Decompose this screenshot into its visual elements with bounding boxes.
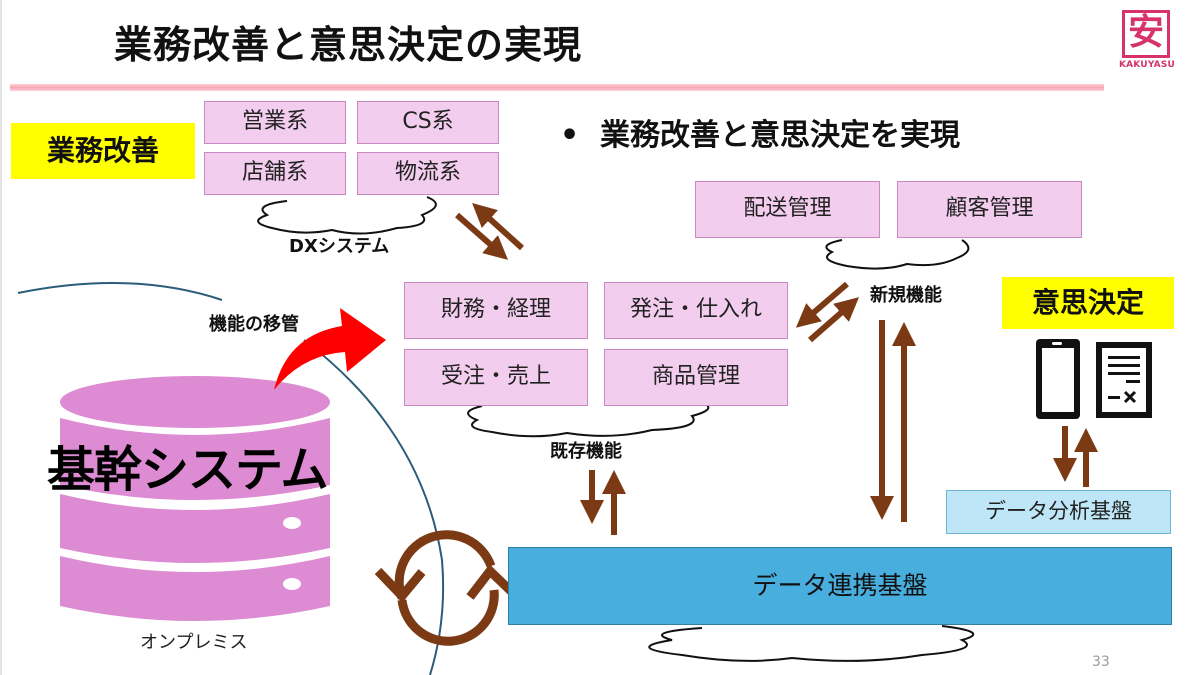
onprem-boundary-arc-lower [303,339,445,675]
tag-decision-making: 意思決定 [1002,277,1174,329]
cloud-integration [648,625,975,662]
box-customer-management: 顧客管理 [897,181,1082,238]
document-icon [1096,342,1152,418]
box-cs: CS系 [357,101,499,144]
tag-business-improvement: 業務改善 [11,123,195,179]
database-icon [60,376,330,621]
box-store: 店舗系 [204,152,346,195]
bullet-marker: • [560,118,580,153]
bullet-point: • 業務改善と意思決定を実現 [560,110,960,154]
arrow-new-to-existing [795,281,849,328]
logo-text: KAKUYASU [1118,60,1176,70]
box-delivery-management: 配送管理 [695,181,880,238]
label-function-migration: 機能の移管 [209,314,299,335]
box-product-management: 商品管理 [604,349,788,406]
logo-glyph: 安 [1122,10,1170,58]
label-on-premise: オンプレミス [140,632,248,653]
page-number: 33 [1092,654,1110,670]
kakuyasu-logo: 安 KAKUYASU [1119,10,1176,72]
box-orders-sales: 受注・売上 [404,349,588,406]
sync-cycle-icon [374,530,518,646]
arrow-dx-to-existing [455,212,509,260]
cloud-dx [257,196,437,235]
title-underline [10,84,1104,91]
box-logistics: 物流系 [357,152,499,195]
onprem-boundary-arc [17,282,223,301]
core-system-title: 基幹システム [47,442,329,498]
label-new-functions: 新規機能 [870,285,942,306]
label-dx-system: DXシステム [289,236,390,257]
data-integration-platform: データ連携基盤 [508,547,1172,625]
box-ordering-purchasing: 発注・仕入れ [604,282,788,339]
arrow-existing-to-new [808,297,860,343]
box-finance-accounting: 財務・経理 [404,282,588,339]
migration-arrow [274,308,386,390]
data-analysis-platform: データ分析基盤 [946,490,1171,534]
slide-title: 業務改善と意思決定の実現 [114,23,583,67]
smartphone-icon [1036,339,1080,419]
label-existing-functions: 既存機能 [550,441,622,462]
cloud-existing [467,400,710,438]
arrow-existing-to-dx [472,202,525,251]
bullet-text: 業務改善と意思決定を実現 [600,118,960,153]
box-sales: 営業系 [204,101,346,144]
cloud-new [825,239,970,270]
